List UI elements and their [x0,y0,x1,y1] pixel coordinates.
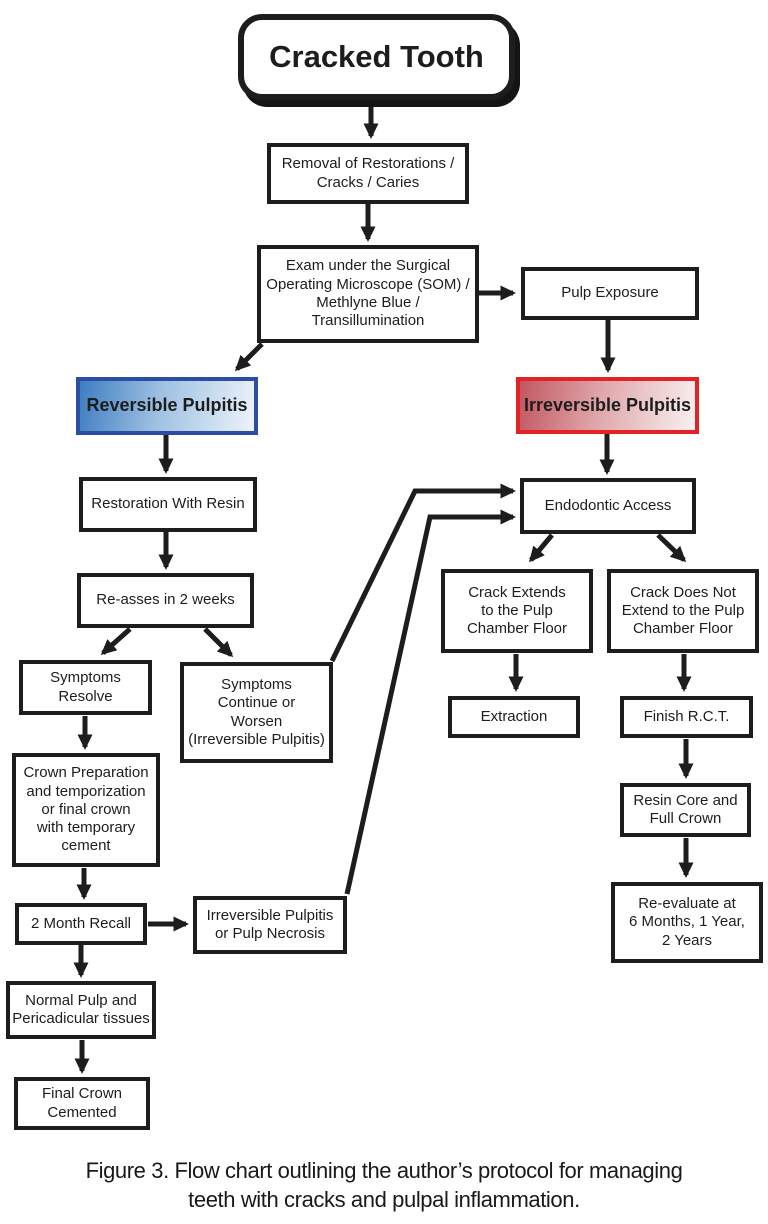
node-extraction: Extraction [448,696,580,738]
node-reevaluate: Re-evaluate at 6 Months, 1 Year, 2 Years [611,882,763,963]
node-normal-pulp: Normal Pulp and Pericadicular tissues [6,981,156,1039]
node-irreversible-pulpitis: Irreversible Pulpitis [516,377,699,434]
arrow-endodontic-to-crack-extends [529,533,554,563]
node-resin-core: Resin Core and Full Crown [620,783,751,837]
node-irreversible-necrosis: Irreversible Pulpitis or Pulp Necrosis [193,896,347,954]
arrow-reassess-to-continue [203,627,234,658]
node-pulp-exposure: Pulp Exposure [521,267,699,320]
node-symptoms-resolve: Symptoms Resolve [19,660,152,715]
arrow-endodontic-to-crack-not-extend [656,533,687,563]
node-restoration-resin: Restoration With Resin [79,477,257,532]
node-endodontic-access: Endodontic Access [520,478,696,534]
arrow-continue-to-endodontic [329,483,516,663]
arrow-exam-to-reversible [234,342,264,372]
node-finish-rct: Finish R.C.T. [620,696,753,738]
node-removal: Removal of Restorations / Cracks / Carie… [267,143,469,204]
node-crown-prep: Crown Preparation and temporization or f… [12,753,160,867]
arrow-necrosis-to-endodontic [344,509,516,895]
node-exam: Exam under the Surgical Operating Micros… [257,245,479,343]
arrow-reassess-to-resolve [100,627,132,655]
node-two-month-recall: 2 Month Recall [15,903,147,945]
node-symptoms-continue: Symptoms Continue or Worsen (Irreversibl… [180,662,333,763]
figure-caption: Figure 3. Flow chart outlining the autho… [85,1158,683,1213]
node-crack-extends: Crack Extends to the Pulp Chamber Floor [441,569,593,653]
node-reversible-pulpitis: Reversible Pulpitis [76,377,258,435]
node-final-crown: Final Crown Cemented [14,1077,150,1130]
node-cracked-tooth: Cracked Tooth [238,14,515,100]
node-crack-not-extend: Crack Does Not Extend to the Pulp Chambe… [607,569,759,653]
node-reassess: Re-asses in 2 weeks [77,573,254,628]
